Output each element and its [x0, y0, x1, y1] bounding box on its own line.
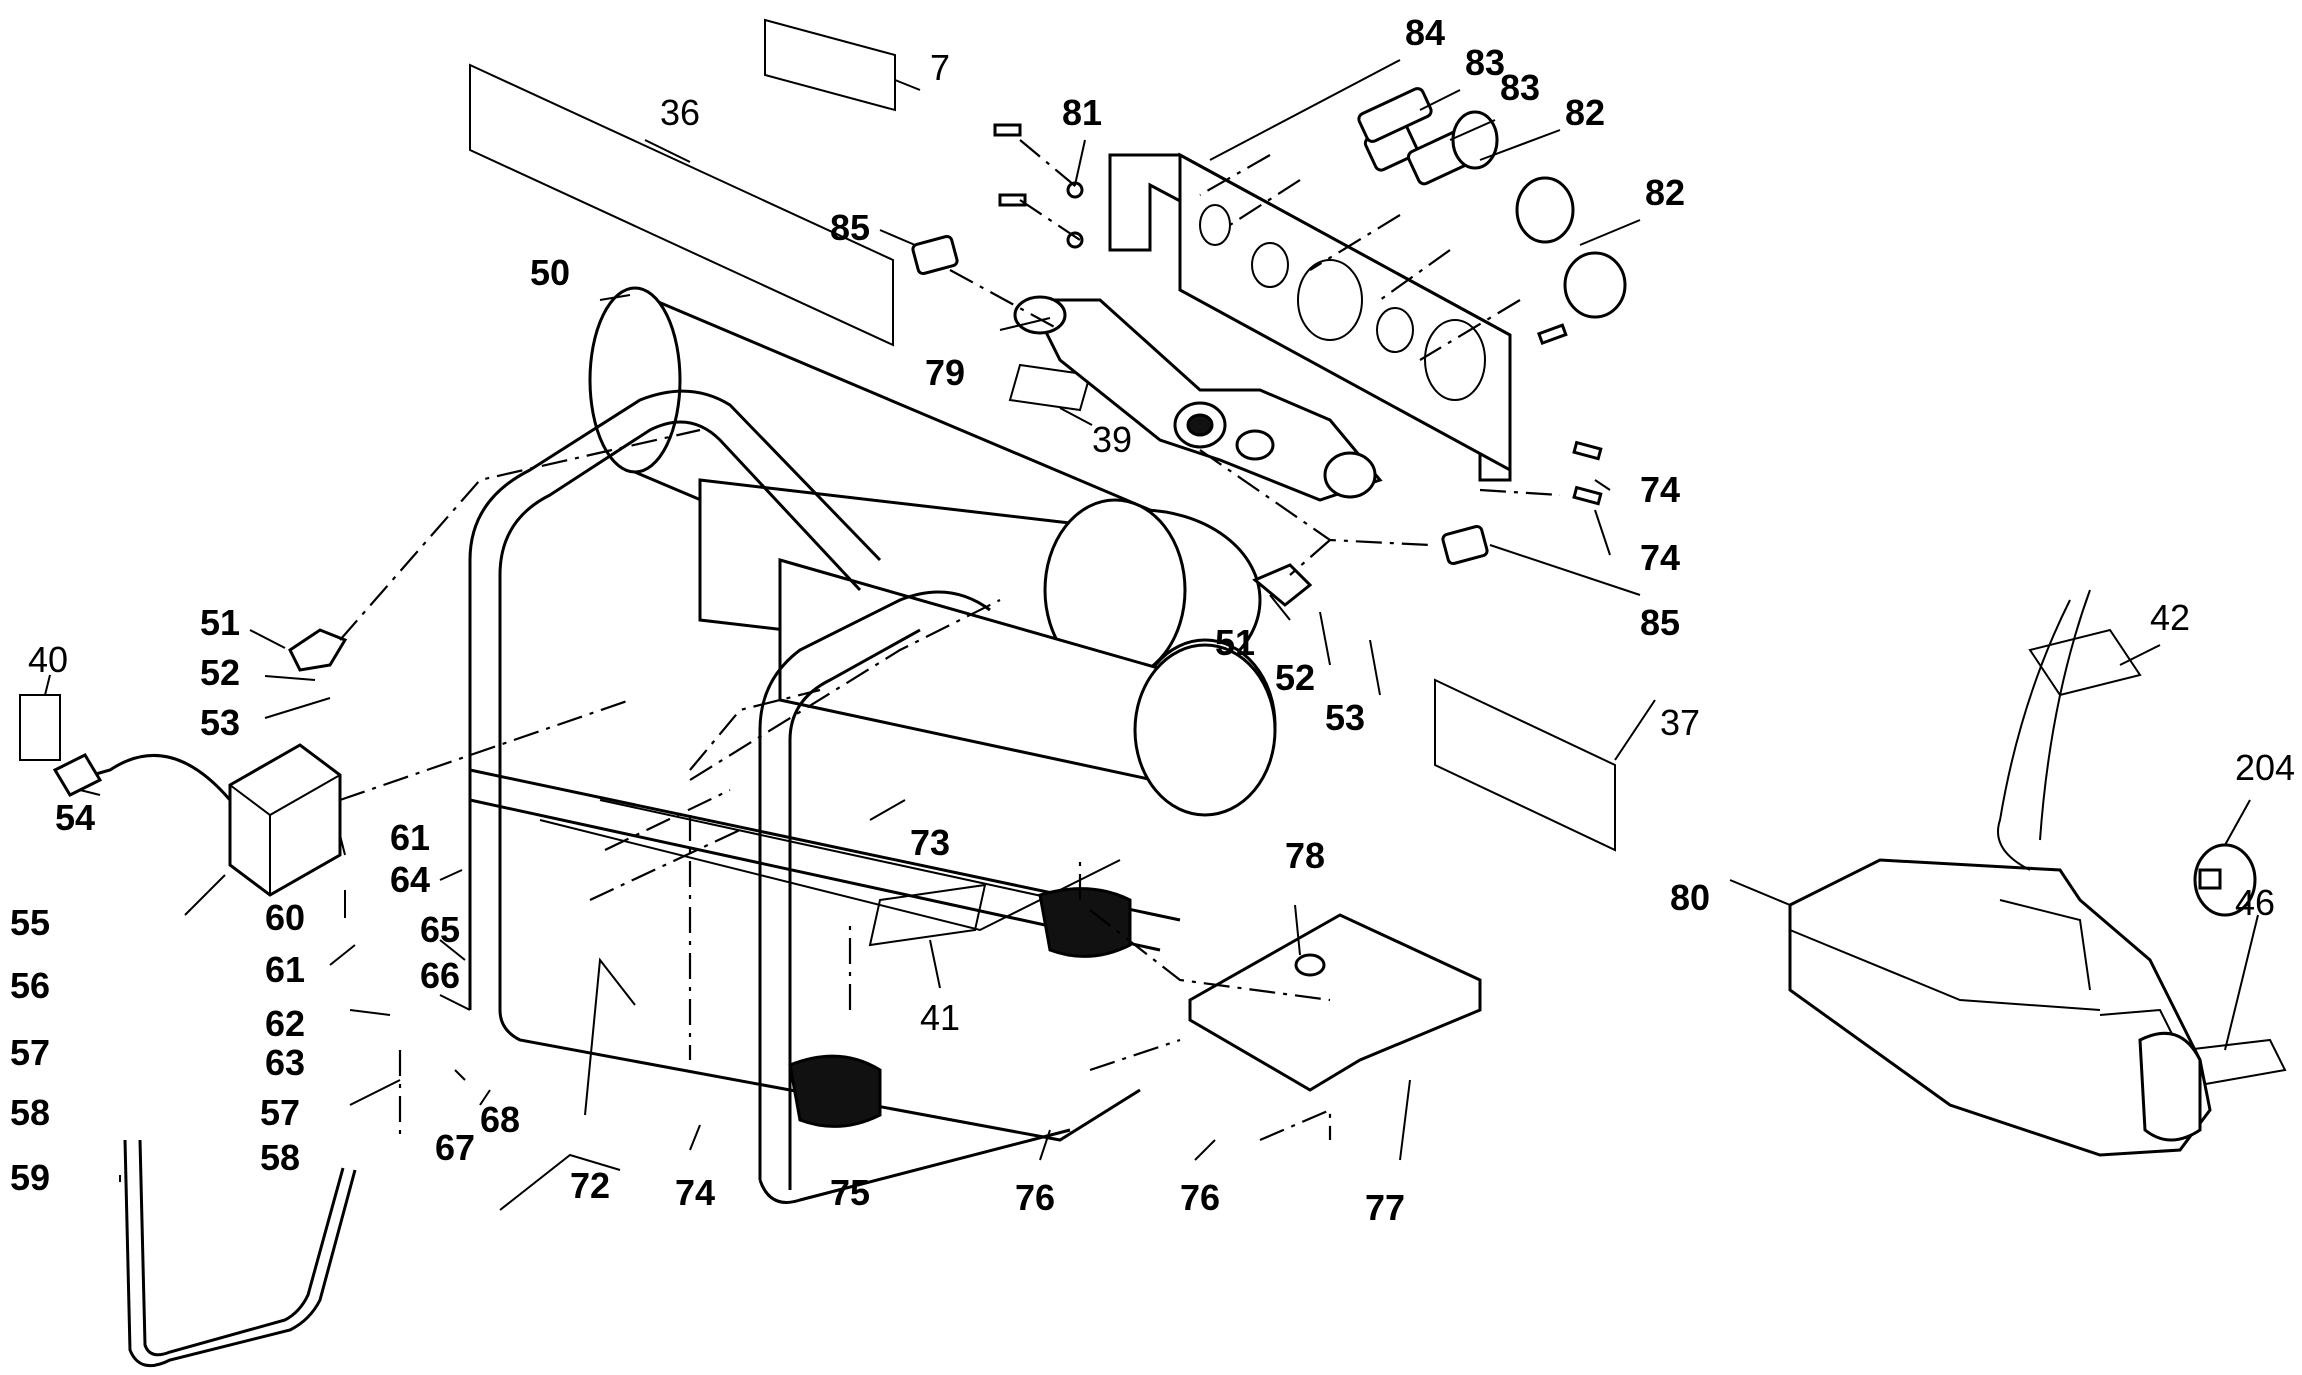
callout-77: 77 [1365, 1187, 1405, 1228]
callout-64: 64 [390, 859, 430, 900]
callout-83a: 83 [1465, 42, 1505, 83]
callout-72: 72 [570, 1165, 610, 1206]
callout-73: 73 [910, 822, 950, 863]
callout-65: 65 [420, 909, 460, 950]
assembly-lines [339, 139, 1561, 1142]
callout-84: 84 [1405, 12, 1445, 53]
callout-39: 39 [1092, 419, 1132, 460]
callout-85b: 85 [1640, 602, 1680, 643]
bracket-77 [1188, 913, 1482, 1092]
callout-52a: 52 [200, 652, 240, 693]
callout-51b: 51 [1215, 622, 1255, 663]
pump-motor [1788, 589, 2257, 1157]
tube-59 [123, 1139, 357, 1368]
callout-53a: 53 [200, 702, 240, 743]
callout-42: 42 [2150, 597, 2190, 638]
decal-42 [2028, 628, 2142, 697]
callout-83b: 83 [1500, 67, 1540, 108]
callout-76a: 76 [1015, 1177, 1055, 1218]
callouts: 7 36 37 39 40 41 42 46 204 50 51 51 52 5… [10, 12, 2295, 1228]
callout-54: 54 [55, 797, 95, 838]
decal-7 [764, 18, 896, 112]
decal-37 [1434, 678, 1616, 852]
callout-57b: 57 [260, 1092, 300, 1133]
callout-53b: 53 [1325, 697, 1365, 738]
callout-61b: 61 [265, 949, 305, 990]
callout-80: 80 [1670, 877, 1710, 918]
callout-81: 81 [1062, 92, 1102, 133]
callout-37: 37 [1660, 702, 1700, 743]
callout-58b: 58 [260, 1137, 300, 1178]
pressure-switch [52, 743, 342, 897]
callout-58a: 58 [10, 1092, 50, 1133]
decal-36 [469, 63, 894, 347]
fittings [288, 87, 1627, 672]
ring-78 [1294, 953, 1326, 977]
callout-46: 46 [2235, 882, 2275, 923]
callout-75: 75 [830, 1172, 870, 1213]
leader-lines [44, 59, 2259, 1211]
gauge-panel [1108, 152, 1512, 482]
callout-36: 36 [660, 92, 700, 133]
rubber-feet [788, 887, 1132, 1128]
callout-74b: 74 [1640, 537, 1680, 578]
callout-76b: 76 [1180, 1177, 1220, 1218]
callout-57a: 57 [10, 1032, 50, 1073]
decal-41 [868, 883, 987, 947]
air-tanks [588, 286, 1277, 817]
decal-39 [1008, 363, 1092, 412]
callout-85a: 85 [830, 207, 870, 248]
callout-51a: 51 [200, 602, 240, 643]
callout-67: 67 [435, 1127, 475, 1168]
callout-59: 59 [10, 1157, 50, 1198]
callout-74a: 74 [1640, 469, 1680, 510]
callout-204: 204 [2235, 747, 2295, 788]
callout-52b: 52 [1275, 657, 1315, 698]
callout-61a: 61 [390, 817, 430, 858]
callout-56: 56 [10, 965, 50, 1006]
callout-63: 63 [265, 1042, 305, 1083]
callout-78: 78 [1285, 835, 1325, 876]
callout-82b: 82 [1645, 172, 1685, 213]
callout-66: 66 [420, 955, 460, 996]
callout-62: 62 [265, 1003, 305, 1044]
callout-60: 60 [265, 897, 305, 938]
callout-82a: 82 [1565, 92, 1605, 133]
decal-40 [19, 694, 61, 761]
callout-68: 68 [480, 1099, 520, 1140]
callout-40: 40 [28, 639, 68, 680]
callout-50: 50 [530, 252, 570, 293]
callout-79: 79 [925, 352, 965, 393]
callout-7: 7 [930, 47, 950, 88]
callout-41: 41 [920, 997, 960, 1038]
callout-55: 55 [10, 902, 50, 943]
callout-74c: 74 [675, 1172, 715, 1213]
